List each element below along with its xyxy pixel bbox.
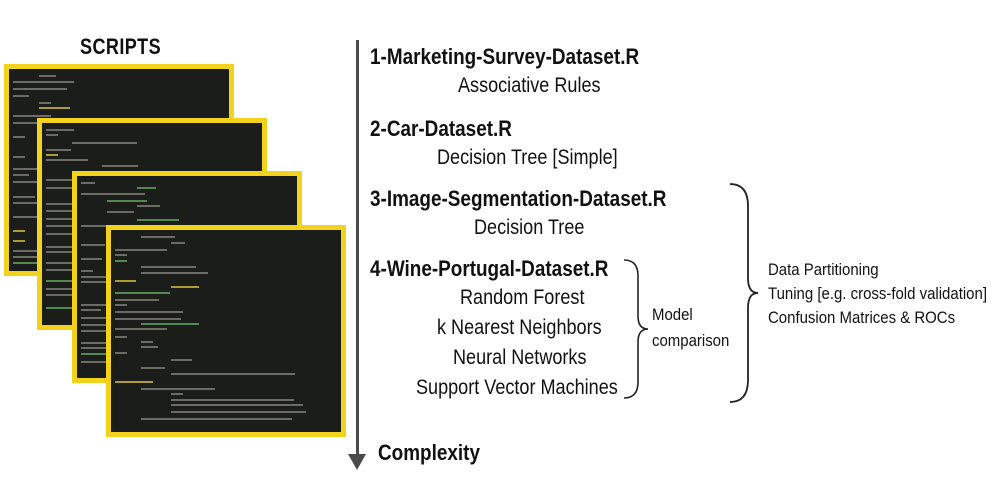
code-line xyxy=(141,388,215,390)
code-line xyxy=(13,230,25,232)
common-step-tuning: Tuning [e.g. cross-fold validation] xyxy=(768,284,987,303)
code-line xyxy=(46,246,73,248)
script-screenshot-4 xyxy=(106,225,346,437)
script-4-name: 4-Wine-Portugal-Dataset.R xyxy=(370,256,609,281)
model-comparison-brace xyxy=(623,259,649,399)
code-line xyxy=(141,236,175,238)
code-line xyxy=(171,411,306,413)
code-line xyxy=(81,324,106,326)
code-line xyxy=(137,205,160,207)
code-line xyxy=(39,102,51,104)
code-line xyxy=(171,404,303,406)
code-line xyxy=(141,346,158,348)
code-line xyxy=(81,182,95,184)
common-steps-brace xyxy=(729,183,759,403)
code-line xyxy=(115,318,181,320)
code-line xyxy=(13,88,67,90)
code-line xyxy=(171,393,183,395)
script-1-name: 1-Marketing-Survey-Dataset.R xyxy=(370,44,640,69)
code-line xyxy=(72,142,137,144)
code-line xyxy=(46,159,88,161)
code-line xyxy=(171,359,192,361)
scripts-title: SCRIPTS xyxy=(80,34,162,59)
code-line xyxy=(115,249,167,251)
complexity-arrowhead xyxy=(348,454,366,470)
code-line xyxy=(81,276,124,278)
code-line xyxy=(46,307,93,309)
code-line xyxy=(171,242,185,244)
code-line xyxy=(39,107,70,109)
script-4-method-random-forest: Random Forest xyxy=(460,286,585,309)
code-line xyxy=(13,240,25,242)
code-line xyxy=(81,309,101,311)
code-line xyxy=(46,288,92,290)
code-line xyxy=(46,187,95,189)
code-line xyxy=(13,156,25,158)
code-line xyxy=(141,266,196,268)
code-line xyxy=(115,304,127,306)
code-line xyxy=(141,341,153,343)
code-line xyxy=(141,367,165,369)
script-2-method: Decision Tree [Simple] xyxy=(437,146,618,169)
script-2-name: 2-Car-Dataset.R xyxy=(370,116,512,141)
code-line xyxy=(115,328,167,330)
code-line xyxy=(81,225,107,227)
code-line xyxy=(46,129,74,131)
code-line xyxy=(115,381,153,383)
code-line xyxy=(137,219,179,221)
code-line xyxy=(107,211,134,213)
script-3-name: 3-Image-Segmentation-Dataset.R xyxy=(370,186,667,211)
script-4-method-svm: Support Vector Machines xyxy=(416,376,618,399)
code-line xyxy=(13,196,35,198)
code-line xyxy=(115,352,127,354)
code-line xyxy=(141,418,292,420)
code-line xyxy=(115,311,183,313)
code-line xyxy=(115,280,136,282)
code-line xyxy=(107,200,147,202)
code-line xyxy=(171,286,199,288)
code-line xyxy=(46,251,97,253)
code-line xyxy=(81,258,102,260)
code-line xyxy=(115,336,127,338)
code-line xyxy=(81,270,93,272)
code-line xyxy=(102,165,138,167)
code-line xyxy=(81,281,111,283)
code-line xyxy=(137,187,156,189)
code-line xyxy=(13,81,74,83)
complexity-label: Complexity xyxy=(378,440,480,465)
code-line xyxy=(13,256,60,258)
model-comparison-label-line2: comparison xyxy=(652,331,730,350)
code-line xyxy=(115,292,170,294)
code-line xyxy=(13,136,25,138)
script-4-method-neural-networks: Neural Networks xyxy=(453,346,587,369)
code-line xyxy=(46,154,58,156)
script-3-method: Decision Tree xyxy=(474,216,585,239)
code-line xyxy=(115,260,127,262)
script-4-method-knn: k Nearest Neighbors xyxy=(437,316,602,339)
code-line xyxy=(115,299,159,301)
code-line xyxy=(13,262,47,264)
complexity-axis-line xyxy=(356,40,359,460)
code-line xyxy=(46,233,93,235)
common-step-confusion-matrices: Confusion Matrices & ROCs xyxy=(768,308,956,327)
code-line xyxy=(171,399,294,401)
script-1-method: Associative Rules xyxy=(458,74,601,97)
code-line xyxy=(171,373,295,375)
code-line xyxy=(81,304,124,306)
code-line xyxy=(81,193,145,195)
model-comparison-label-line1: Model xyxy=(652,305,693,324)
code-line xyxy=(13,174,29,176)
code-line xyxy=(46,134,58,136)
code-line xyxy=(46,225,78,227)
code-line xyxy=(13,115,51,117)
code-line xyxy=(115,254,127,256)
code-line xyxy=(141,272,208,274)
code-line xyxy=(141,323,199,325)
common-step-data-partitioning: Data Partitioning xyxy=(768,260,879,279)
code-line xyxy=(46,149,71,151)
code-line xyxy=(81,244,105,246)
code-line xyxy=(39,75,56,77)
code-line xyxy=(13,95,29,97)
